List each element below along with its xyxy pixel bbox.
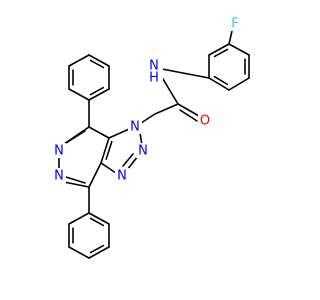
bond-n6-c4 <box>63 181 90 188</box>
bond-fluorophenyl-4 <box>208 77 230 91</box>
bond-top-phenyl-3 <box>88 54 110 67</box>
atom-triazole-n2: N <box>136 143 150 159</box>
atom-pyridazine-n6: N <box>52 168 66 184</box>
bond-bottom-phenyl-double-1 <box>89 244 105 254</box>
bond-c-f <box>228 30 233 45</box>
bond-bottom-phenyl-3 <box>68 246 90 259</box>
molecule-diagram: F N H O N N <box>52 16 250 259</box>
bond-ring-nh <box>161 68 210 79</box>
bond-fluorophenyl-1 <box>228 43 250 56</box>
molecule-structure: F N H O N N <box>52 16 250 259</box>
atom-amide-nitrogen: N H <box>145 50 163 86</box>
bond-c7-n5-double <box>65 130 86 144</box>
atom-oxygen: O <box>198 113 212 129</box>
bond-bottom-phenyl-double-0 <box>89 217 105 227</box>
atom-pyridazine-n5: N <box>52 143 66 159</box>
bond-fluorophenyl-double-0 <box>213 48 229 58</box>
bond-carbonyl-o-1 <box>177 103 200 117</box>
bond-top-phenyl-0 <box>68 88 90 101</box>
atom-label-N-amide: N <box>149 59 159 74</box>
atom-label-N2: N <box>138 144 148 159</box>
atom-label-H-amide: H <box>149 71 159 86</box>
atom-label-F: F <box>231 17 238 32</box>
bond-ch2-n1 <box>140 113 156 124</box>
bond-bottom-phenyl-0 <box>88 212 110 225</box>
bond-fluorophenyl-0 <box>208 43 230 56</box>
atom-label-N5: N <box>54 144 64 159</box>
bond-bottom-phenyl-2 <box>88 246 110 259</box>
bond-c3a-c7a <box>100 137 110 164</box>
bond-c7a-c7 <box>88 126 110 139</box>
bond-carbonyl-ch2 <box>154 103 179 115</box>
bond-carbonyl-o-2 <box>179 109 198 122</box>
bond-n2-n3 <box>126 155 139 171</box>
bond-top-phenyl-double-1 <box>89 59 105 69</box>
bond-n2-n3-double <box>122 153 134 167</box>
atom-triazole-n3: N <box>115 168 129 184</box>
atom-label-layer: F N H O N N <box>52 16 242 184</box>
bond-n6-c4-double <box>65 176 86 184</box>
bond-fluorophenyl-3 <box>228 77 250 91</box>
bond-top-phenyl-5 <box>88 88 110 101</box>
bond-top-phenyl-double-2 <box>89 86 105 96</box>
atom-fluorine: F <box>228 16 242 32</box>
atom-triazole-n1: N <box>128 119 142 135</box>
atom-label-N6: N <box>54 169 64 184</box>
bond-c7a-n1 <box>108 128 130 139</box>
bond-top-phenyl-2 <box>68 54 90 67</box>
atom-label-N1: N <box>130 120 140 135</box>
atom-label-N3: N <box>117 169 127 184</box>
atom-label-O: O <box>200 114 210 129</box>
bond-n3-c3a <box>100 162 117 174</box>
bond-fluorophenyl-double-2 <box>213 75 229 86</box>
bond-bottom-phenyl-5 <box>68 212 90 225</box>
bond-c4-c3a <box>88 162 102 188</box>
bond-c3a-c7a-double <box>105 140 113 160</box>
